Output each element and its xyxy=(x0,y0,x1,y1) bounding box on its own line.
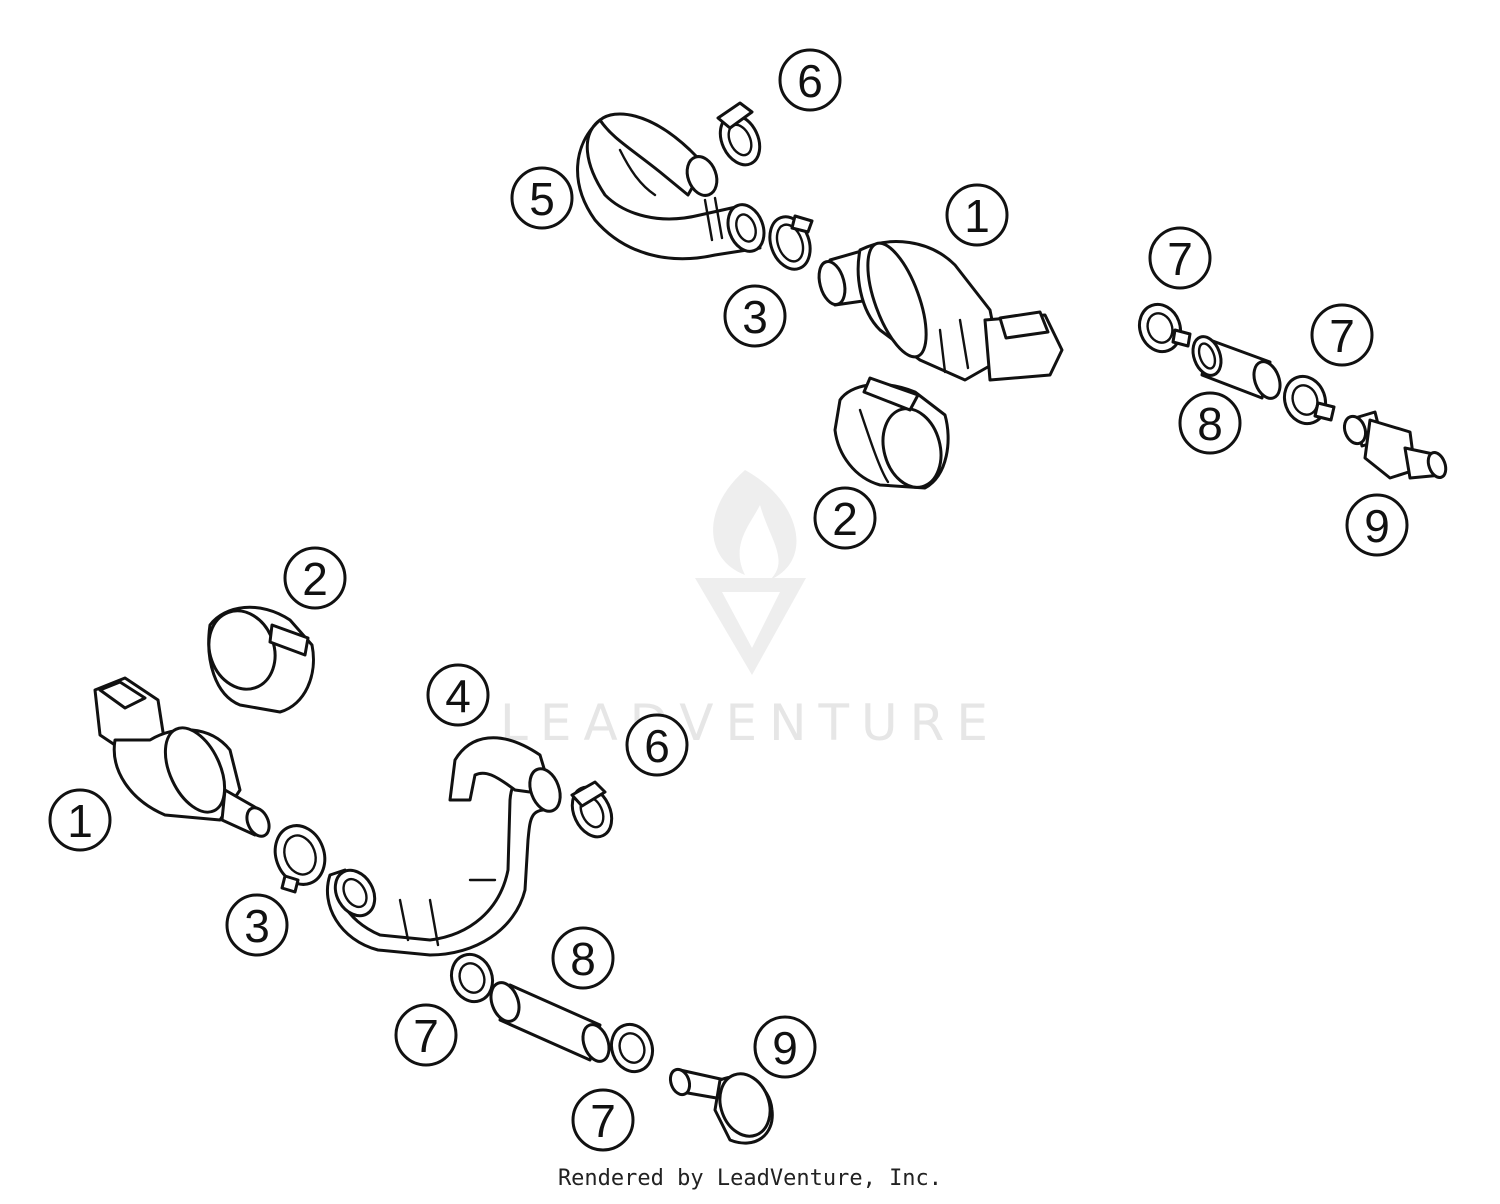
hose-part-5-top xyxy=(576,112,766,261)
clamp-part-7-bottom-a xyxy=(449,952,495,1004)
tube-part-8-bottom xyxy=(489,981,611,1063)
tube-part-8-top xyxy=(1191,335,1282,400)
callout-1-bottom: 1 xyxy=(48,788,112,852)
callout-7-bottom-b: 7 xyxy=(571,1088,635,1152)
callout-8-bottom: 8 xyxy=(551,926,615,990)
svg-text:7: 7 xyxy=(590,1095,616,1147)
svg-text:3: 3 xyxy=(742,291,768,343)
callout-7-top-a: 7 xyxy=(1148,226,1212,290)
callout-5-top: 5 xyxy=(510,166,574,230)
callout-7-bottom-a: 7 xyxy=(394,1003,458,1067)
clamp-part-3-bottom xyxy=(273,824,327,894)
svg-text:8: 8 xyxy=(1197,398,1223,450)
svg-text:6: 6 xyxy=(644,720,670,772)
svg-text:4: 4 xyxy=(445,670,471,722)
callout-1-top: 1 xyxy=(945,183,1009,247)
callout-3-bottom: 3 xyxy=(225,893,289,957)
svg-text:1: 1 xyxy=(67,795,93,847)
watermark-v-icon xyxy=(695,578,806,675)
callout-9-bottom: 9 xyxy=(753,1015,817,1079)
hose-part-4-bottom xyxy=(325,736,562,957)
callout-9-top: 9 xyxy=(1345,493,1409,557)
callout-7-top-b: 7 xyxy=(1310,303,1374,367)
valve-part-1-bottom xyxy=(93,676,271,838)
watermark-flame-icon xyxy=(713,470,797,580)
callout-4-bottom: 4 xyxy=(426,663,490,727)
svg-text:2: 2 xyxy=(832,493,858,545)
fitting-part-9-bottom xyxy=(668,1067,774,1145)
bracket-part-2-bottom xyxy=(207,605,315,714)
svg-text:8: 8 xyxy=(570,933,596,985)
callout-6-bottom: 6 xyxy=(625,713,689,777)
clamp-part-7-bottom-b xyxy=(609,1022,655,1074)
footer-credit: Rendered by LeadVenture, Inc. xyxy=(557,1166,943,1191)
clamp-part-3-top xyxy=(768,214,814,271)
svg-text:3: 3 xyxy=(244,900,270,952)
fitting-part-9-top xyxy=(1342,410,1448,480)
svg-text:2: 2 xyxy=(302,553,328,605)
svg-text:7: 7 xyxy=(413,1010,439,1062)
clamp-part-7-top-a xyxy=(1137,302,1192,354)
callouts: 6 5 1 3 2 7 7 8 xyxy=(48,48,1409,1152)
callout-3-top: 3 xyxy=(723,284,787,348)
svg-text:6: 6 xyxy=(797,55,823,107)
callout-6-top: 6 xyxy=(778,48,842,112)
svg-text:1: 1 xyxy=(964,190,990,242)
bracket-part-2-top xyxy=(833,376,950,490)
callout-8-top: 8 xyxy=(1178,391,1242,455)
svg-text:5: 5 xyxy=(529,173,555,225)
watermark-text: LEADVENTURE xyxy=(500,694,1000,752)
svg-text:9: 9 xyxy=(1364,500,1390,552)
clamp-part-6-top xyxy=(716,101,762,167)
watermark: LEADVENTURE xyxy=(500,470,1000,752)
callout-2-bottom: 2 xyxy=(283,546,347,610)
svg-text:7: 7 xyxy=(1167,233,1193,285)
clamp-part-7-top-b xyxy=(1282,374,1336,426)
clamp-part-6-bottom xyxy=(570,780,614,839)
valve-part-1-top xyxy=(817,240,1064,382)
callout-2-top: 2 xyxy=(813,486,877,550)
svg-text:7: 7 xyxy=(1329,310,1355,362)
svg-text:9: 9 xyxy=(772,1022,798,1074)
